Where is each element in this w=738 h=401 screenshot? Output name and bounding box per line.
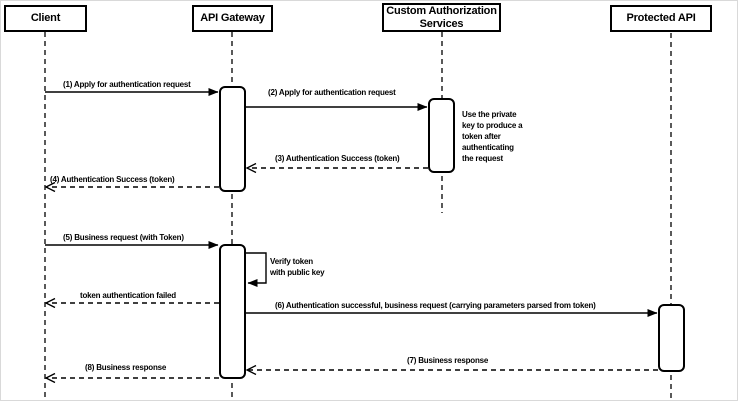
activation-custom-authorization-services [428,98,455,173]
activation-protected-api [658,304,685,372]
message-4-label: (4) Authentication Success (token) [50,175,175,184]
actor-api-gateway-label: API Gateway [200,12,265,24]
message-2-label: (2) Apply for authentication request [268,88,396,97]
actor-protected-api-label: Protected API [626,12,696,24]
message-5-label: (5) Business request (with Token) [63,233,184,242]
actor-client: Client [4,5,87,32]
actor-custom-authorization-services: Custom Authorization Services [382,3,501,32]
actor-protected-api: Protected API [610,5,712,32]
message-7-label: (7) Business response [407,356,489,365]
self-message-arrow [246,252,267,287]
activation-api-gateway-2 [219,244,246,379]
self-message-label: Verify token with public key [270,257,325,277]
message-3-label: (3) Authentication Success (token) [275,154,400,163]
token-failed-label: token authentication failed [80,291,176,300]
activation-api-gateway-1 [219,86,246,192]
note-private-key: Use the private key to produce a token a… [462,110,523,163]
actor-custom-authorization-services-label: Custom Authorization Services [386,4,497,30]
actor-api-gateway: API Gateway [192,5,273,32]
message-8-label: (8) Business response [85,363,167,372]
actor-client-label: Client [30,12,61,24]
message-1-label: (1) Apply for authentication request [63,80,191,89]
message-6-label: (6) Authentication successful, business … [275,301,596,310]
